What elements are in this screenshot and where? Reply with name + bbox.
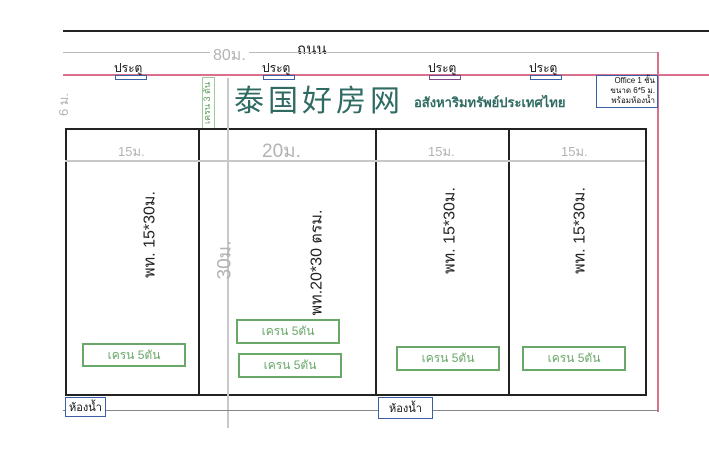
total-width-label: 80ม. — [210, 43, 249, 68]
unit1-area: พท. 15*30ม. — [141, 191, 159, 278]
door-label: ประตู — [262, 61, 291, 75]
crane-box: เครน 5ตัน — [238, 353, 342, 378]
property-boundary-top — [63, 74, 709, 76]
bathroom-label: ห้องน้ำ — [378, 397, 433, 419]
crane-box: เครน 5ตัน — [522, 346, 626, 371]
door-label: ประตู — [529, 61, 558, 75]
door-label: ประตู — [428, 61, 457, 75]
office-line3: พร้อมห้องน้ำ — [611, 96, 655, 105]
partition — [375, 128, 377, 394]
door-marker — [115, 75, 147, 80]
property-boundary-right — [657, 52, 659, 412]
partition — [198, 128, 200, 394]
bathroom-label: ห้องน้ำ — [65, 397, 106, 417]
door-label: ประตู — [114, 61, 143, 75]
door-marker — [263, 75, 295, 80]
warehouse-outline — [65, 128, 647, 396]
small-crane-label: เครน 3 ตัน — [202, 81, 212, 125]
partition — [508, 128, 510, 394]
watermark-title: 泰国好房网 — [234, 84, 404, 119]
door-marker — [530, 75, 562, 80]
crane-box: เครน 5ตัน — [396, 346, 500, 371]
office-box: Office 1 ชั้น ขนาด 6*5 ม. พร้อมห้องน้ำ — [596, 75, 658, 108]
office-line2: ขนาด 6*5 ม. — [610, 86, 655, 95]
property-boundary-bottom — [63, 410, 659, 411]
office-line1: Office 1 ชั้น — [614, 76, 655, 85]
door-marker — [429, 75, 461, 80]
crane-box: เครน 5ตัน — [82, 343, 186, 367]
unit1-width: 15ม. — [118, 144, 145, 159]
depth-label: 30ม. — [214, 240, 236, 280]
unit3-area: พท. 15*30ม. — [441, 187, 459, 274]
setback-label: 6 ม. — [56, 92, 72, 117]
road-edge-line — [63, 30, 709, 32]
unit2-width: 20ม. — [262, 141, 301, 162]
unit4-area: พท. 15*30ม. — [571, 187, 589, 274]
unit4-width: 15ม. — [561, 144, 588, 159]
road-label: ถนน — [297, 41, 327, 58]
unit3-width: 15ม. — [428, 144, 455, 159]
width-dimension-line — [63, 52, 657, 53]
crane-box: เครน 5ตัน — [236, 319, 340, 344]
depth-grid-line — [227, 78, 229, 428]
unit2-area: พท.20*30 ตรม. — [308, 209, 326, 316]
watermark-subtitle: อสังหาริมทรัพย์ประเทศไทย — [414, 95, 566, 110]
width-grid-line — [65, 160, 645, 162]
